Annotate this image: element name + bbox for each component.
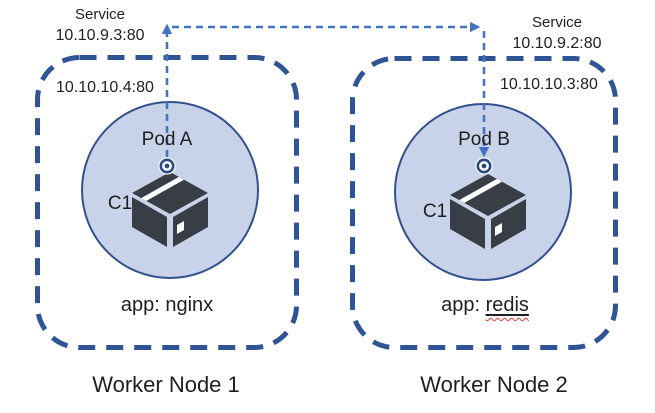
box-left-face (450, 199, 485, 249)
box-label-sticker (495, 223, 502, 236)
pod-b-port-icon (475, 157, 493, 175)
box-right-face (491, 199, 526, 249)
pod-b-app-word: redis (486, 294, 529, 316)
service-1-label: Service 10.10.9.3:80 (30, 4, 170, 46)
worker-node-1-title: Worker Node 1 (92, 372, 240, 397)
container-a-name: C1 (107, 193, 133, 214)
pod-b-name: Pod B (458, 129, 510, 150)
pod-b-app-word-text: redis (485, 294, 529, 316)
box-top-face (450, 174, 526, 216)
box-label-sticker (177, 221, 184, 234)
box-right-face (173, 197, 208, 247)
container-box-icon-b (450, 174, 526, 249)
port-dot (164, 163, 170, 169)
box-left-face (132, 197, 167, 247)
container-box-icon-a (132, 172, 208, 247)
pod-a-app-label: app: nginx (120, 294, 214, 316)
box-top-face (132, 172, 208, 214)
service-2-label: Service 10.10.9.2:80 (487, 12, 627, 54)
pod-a-port-icon (158, 157, 176, 175)
pod-a-ip: 10.10.10.4:80 (56, 79, 154, 96)
worker-node-2-title: Worker Node 2 (420, 372, 568, 397)
pod-b-ip: 10.10.10.3:80 (500, 76, 598, 93)
pod-a-name: Pod A (141, 129, 193, 150)
service-1-ip: 10.10.9.3:80 (55, 27, 145, 44)
port-dot (481, 163, 487, 169)
service-2-ip: 10.10.9.2:80 (512, 35, 602, 52)
service-routing-arrows (161, 21, 490, 158)
service-2-title: Service (531, 14, 583, 31)
pod-b-app-prefix: app: (441, 294, 486, 316)
service-1-title: Service (74, 6, 126, 23)
pod-b-app-label: app: redis (410, 294, 560, 316)
container-b-name: C1 (422, 201, 448, 222)
